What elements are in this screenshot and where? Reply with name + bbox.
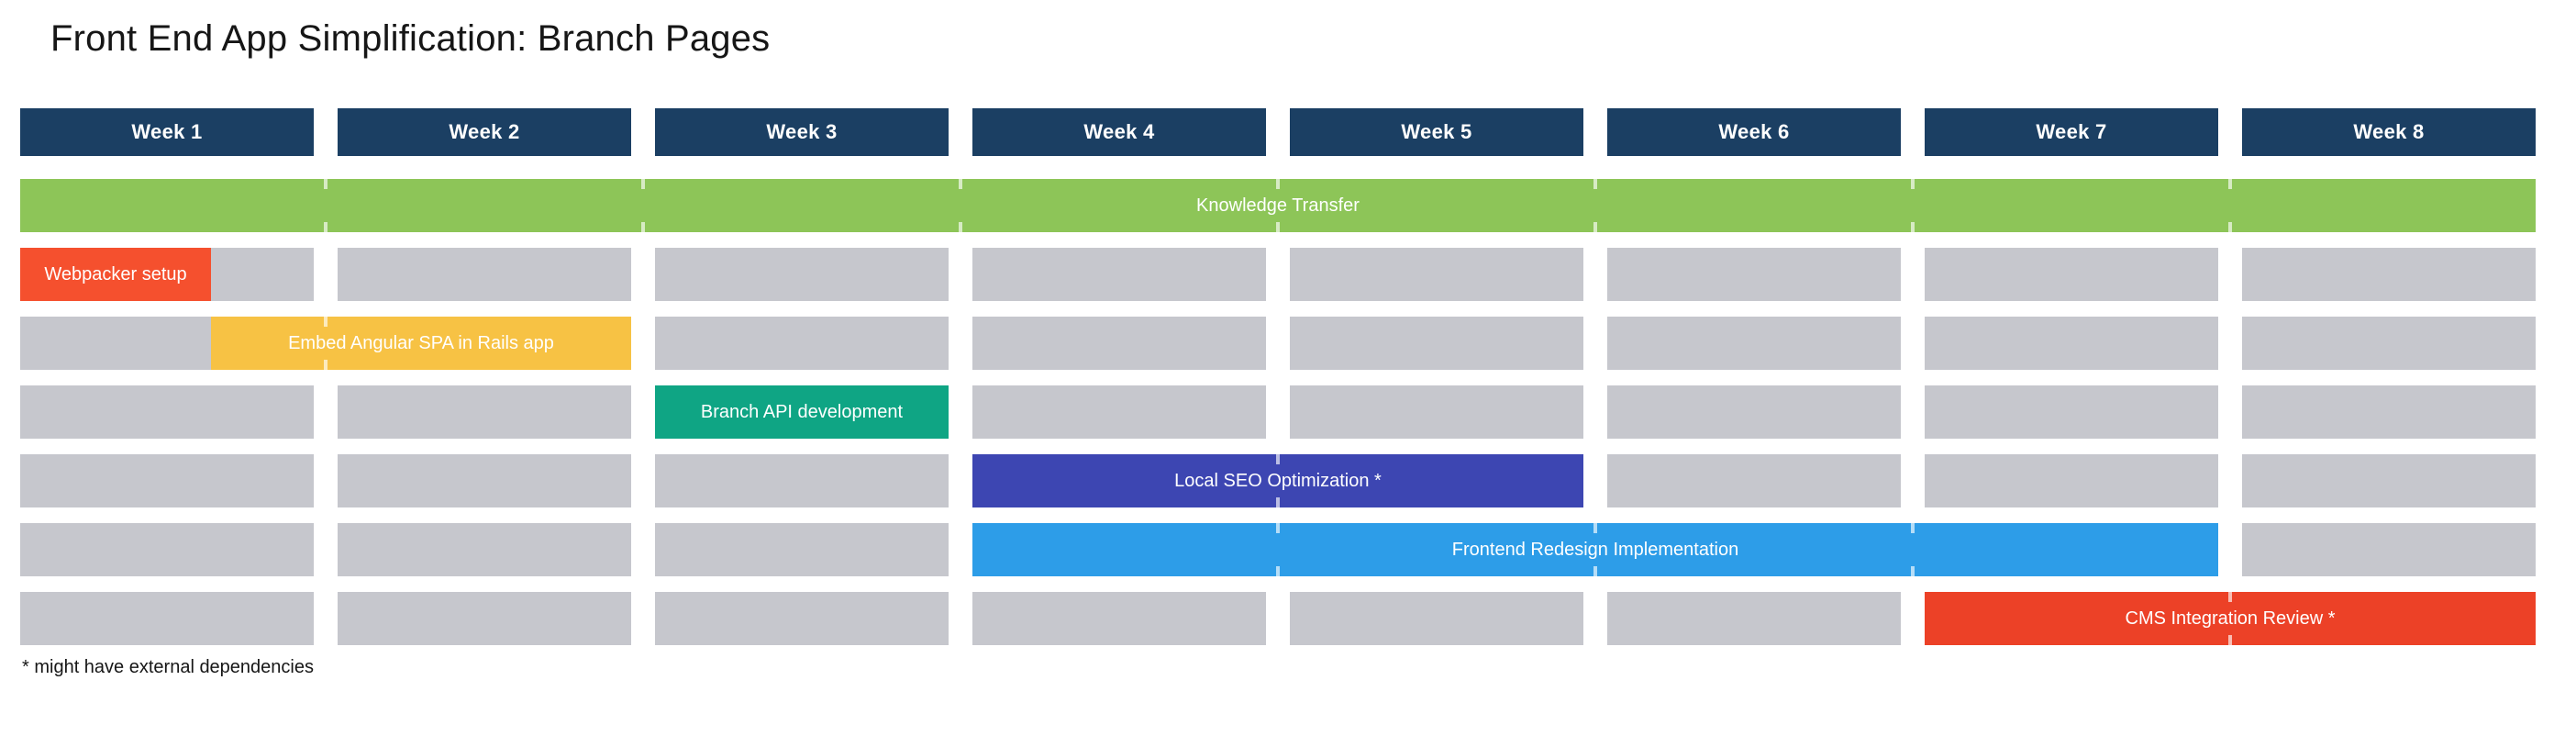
task-bar: Local SEO Optimization *	[972, 454, 1583, 507]
task-row: Local SEO Optimization *	[20, 454, 2536, 507]
empty-week-cell	[2242, 317, 2536, 370]
week-boundary-tick	[1593, 179, 1597, 189]
task-bar: Webpacker setup	[20, 248, 211, 301]
task-bar-label: CMS Integration Review *	[2125, 608, 2336, 629]
task-row: Embed Angular SPA in Rails app	[20, 317, 2536, 370]
week-boundary-tick	[1276, 454, 1280, 464]
task-bar-label: Webpacker setup	[44, 263, 187, 284]
empty-week-cell	[1607, 248, 1901, 301]
task-row: Branch API development	[20, 385, 2536, 439]
week-boundary-tick	[2228, 635, 2232, 645]
empty-week-cell	[655, 248, 949, 301]
empty-week-cell	[1925, 454, 2218, 507]
empty-week-cell	[1290, 248, 1583, 301]
week-boundary-tick	[641, 179, 645, 189]
page-title: Front End App Simplification: Branch Pag…	[50, 18, 771, 59]
week-header-cell: Week 6	[1607, 108, 1901, 156]
task-bar: CMS Integration Review *	[1925, 592, 2536, 645]
empty-week-cell	[20, 523, 314, 576]
task-bar-label: Knowledge Transfer	[1196, 195, 1360, 216]
task-bar-label: Branch API development	[700, 401, 904, 422]
week-header-cell: Week 4	[972, 108, 1266, 156]
empty-week-cell	[338, 454, 631, 507]
week-header-cell: Week 1	[20, 108, 314, 156]
empty-week-cell	[655, 454, 949, 507]
task-bar-label: Frontend Redesign Implementation	[1451, 539, 1739, 560]
gantt-chart: Week 1 Week 2 Week 3 Week 4 Week 5 Week 6 Week…	[20, 108, 2536, 661]
week-boundary-tick	[641, 222, 645, 232]
week-header-cell: Week 2	[338, 108, 631, 156]
week-header-cell: Week 7	[1925, 108, 2218, 156]
task-row: Knowledge Transfer	[20, 179, 2536, 232]
empty-week-cell	[1290, 317, 1583, 370]
week-boundary-tick	[1276, 222, 1280, 232]
empty-week-cell	[20, 454, 314, 507]
empty-week-cell	[338, 385, 631, 439]
week-boundary-tick	[959, 179, 962, 189]
task-bar: Knowledge Transfer	[20, 179, 2536, 232]
week-boundary-tick	[2228, 592, 2232, 602]
empty-week-cell	[1925, 385, 2218, 439]
week-boundary-tick	[1276, 497, 1280, 507]
week-boundary-tick	[1276, 523, 1280, 533]
week-boundary-tick	[1593, 523, 1597, 533]
empty-week-cell	[972, 317, 1266, 370]
empty-week-cell	[1290, 385, 1583, 439]
week-boundary-tick	[959, 222, 962, 232]
empty-week-cell	[338, 592, 631, 645]
empty-week-cell	[1607, 454, 1901, 507]
week-boundary-tick	[1911, 222, 1915, 232]
empty-week-cell	[972, 592, 1266, 645]
footnote: * might have external dependencies	[22, 657, 314, 677]
week-header-row: Week 1 Week 2 Week 3 Week 4 Week 5 Week 6 Week…	[20, 108, 2536, 156]
task-bar-label: Embed Angular SPA in Rails app	[288, 332, 554, 353]
task-row: Webpacker setup	[20, 248, 2536, 301]
empty-week-cell	[655, 523, 949, 576]
empty-week-cell	[655, 592, 949, 645]
task-bar: Embed Angular SPA in Rails app	[211, 317, 631, 370]
empty-week-cell	[2242, 454, 2536, 507]
week-boundary-tick	[2228, 222, 2232, 232]
empty-week-cell	[20, 385, 314, 439]
empty-week-cell	[20, 592, 314, 645]
week-boundary-tick	[1911, 523, 1915, 533]
task-row: Frontend Redesign Implementation	[20, 523, 2536, 576]
week-header-cell: Week 8	[2242, 108, 2536, 156]
empty-week-cell	[1290, 592, 1583, 645]
week-boundary-tick	[1593, 222, 1597, 232]
week-boundary-tick	[324, 360, 328, 370]
week-boundary-tick	[1911, 566, 1915, 576]
empty-week-cell	[1607, 592, 1901, 645]
empty-week-cell	[972, 385, 1266, 439]
week-boundary-tick	[1276, 179, 1280, 189]
week-boundary-tick	[1276, 566, 1280, 576]
empty-week-cell	[1925, 248, 2218, 301]
task-bar-label: Local SEO Optimization *	[1174, 470, 1382, 491]
task-row: CMS Integration Review *	[20, 592, 2536, 645]
week-boundary-tick	[2228, 179, 2232, 189]
empty-week-cell	[1607, 317, 1901, 370]
task-bar: Frontend Redesign Implementation	[972, 523, 2218, 576]
week-boundary-tick	[324, 179, 328, 189]
week-header-cell: Week 3	[655, 108, 949, 156]
week-boundary-tick	[324, 222, 328, 232]
empty-week-cell	[1925, 317, 2218, 370]
week-header-cell: Week 5	[1290, 108, 1583, 156]
empty-week-cell	[1607, 385, 1901, 439]
week-boundary-tick	[1593, 566, 1597, 576]
task-bar: Branch API development	[655, 385, 949, 439]
empty-week-cell	[338, 248, 631, 301]
week-boundary-tick	[1911, 179, 1915, 189]
week-boundary-tick	[324, 317, 328, 327]
empty-week-cell	[2242, 523, 2536, 576]
empty-week-cell	[338, 523, 631, 576]
empty-week-cell	[2242, 385, 2536, 439]
empty-week-cell	[972, 248, 1266, 301]
empty-week-cell	[655, 317, 949, 370]
empty-week-cell	[2242, 248, 2536, 301]
